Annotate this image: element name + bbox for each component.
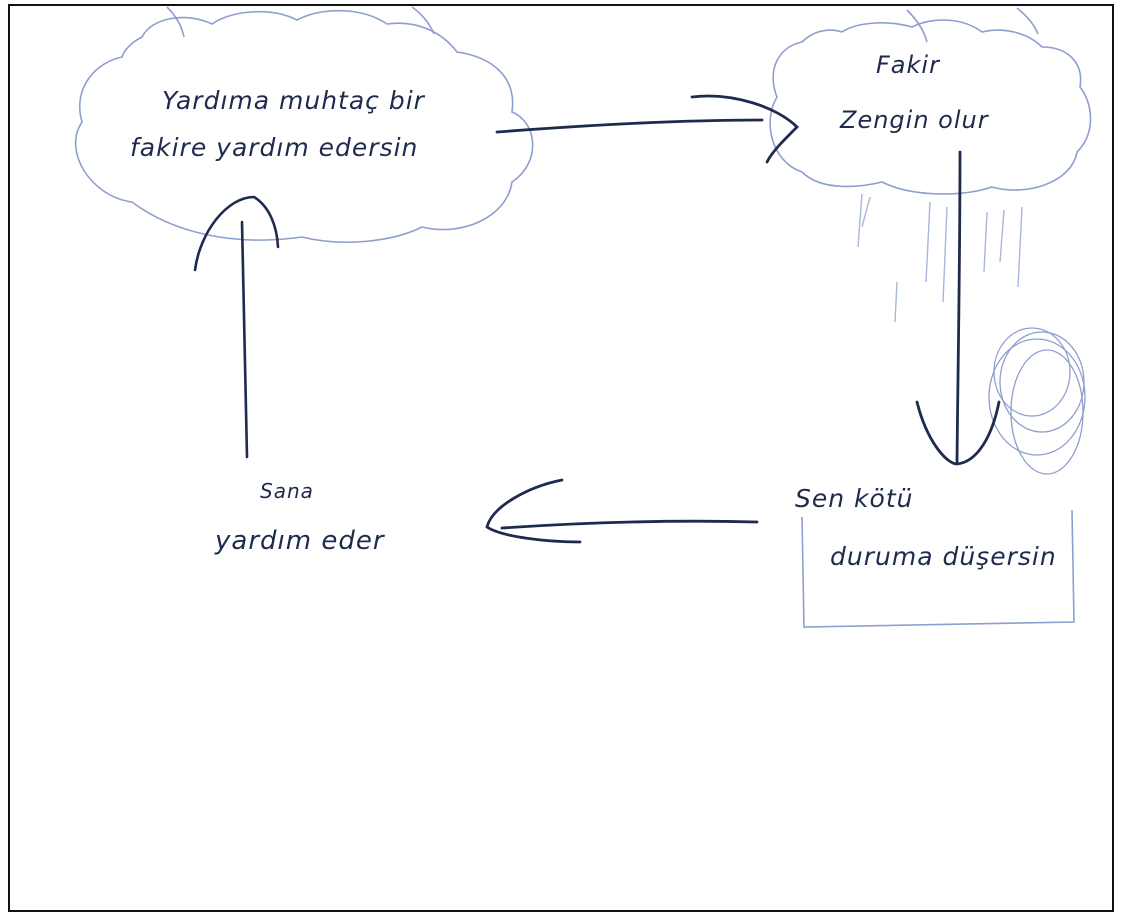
drawing-frame: Yardıma muhtaç bir fakire yardım edersin… bbox=[8, 4, 1114, 912]
help-cloud-line-2: fakire yardım edersin bbox=[130, 133, 419, 162]
bad-situation-box-shape bbox=[801, 509, 1075, 628]
rich-cloud-top-curl-right bbox=[1016, 7, 1039, 35]
arrow-rich-to-bad bbox=[915, 150, 1001, 466]
helps-you-line-1: Sana bbox=[260, 479, 314, 503]
rain-strokes bbox=[857, 193, 1023, 323]
help-cloud-line-1: Yardıma muhtaç bir bbox=[162, 86, 425, 115]
arrow-help-to-rich bbox=[495, 94, 799, 164]
rich-cloud-line-2: Zengin olur bbox=[840, 106, 989, 134]
arrow-bad-to-helps bbox=[485, 478, 759, 544]
help-cloud-top-curl-left bbox=[166, 6, 185, 38]
bad-situation-line-1: Sen kötü bbox=[795, 484, 914, 513]
help-cloud-top-curl-right bbox=[411, 6, 435, 35]
arrow-helps-to-help bbox=[193, 195, 280, 459]
rich-cloud-line-1: Fakir bbox=[876, 51, 940, 79]
helps-you-line-2: yardım eder bbox=[215, 526, 385, 556]
rich-cloud-shape bbox=[769, 19, 1092, 195]
help-cloud-shape bbox=[74, 9, 534, 243]
bad-situation-line-2: duruma düşersin bbox=[830, 542, 1057, 571]
rich-cloud-top-curl-left bbox=[906, 9, 928, 43]
hand-drawn-diagram bbox=[74, 6, 1092, 628]
scribble-circles bbox=[988, 327, 1086, 475]
